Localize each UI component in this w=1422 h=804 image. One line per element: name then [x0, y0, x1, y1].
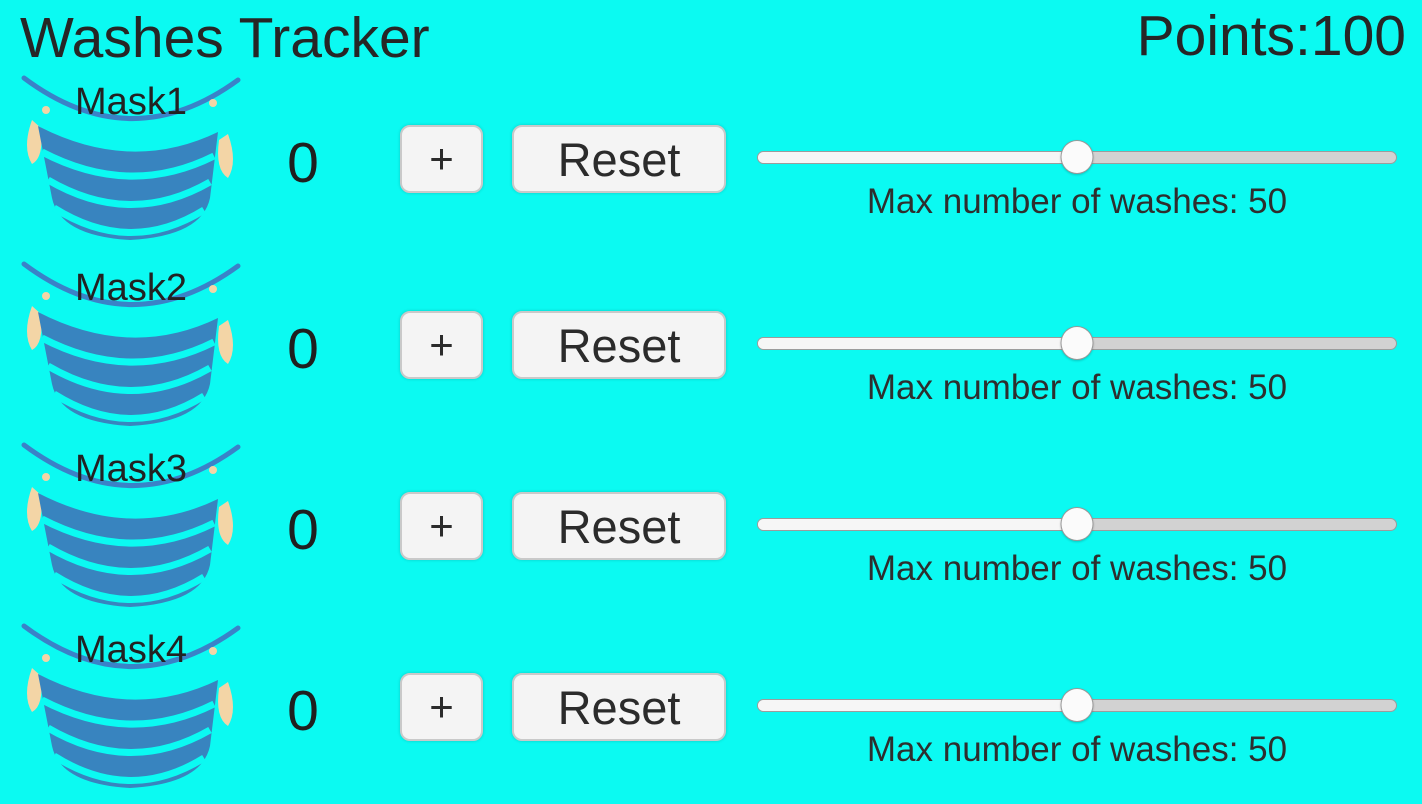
reset-button[interactable]: Reset [512, 311, 726, 379]
increment-button[interactable]: + [400, 492, 483, 560]
points-display: Points:100 [1137, 4, 1406, 68]
slider-thumb[interactable] [1060, 140, 1094, 174]
slider-thumb[interactable] [1060, 507, 1094, 541]
increment-button[interactable]: + [400, 311, 483, 379]
max-washes-label: Max number of washes: 50 [866, 368, 1288, 407]
slider-fill [758, 519, 1077, 530]
reset-button[interactable]: Reset [512, 125, 726, 193]
max-washes-slider[interactable] [757, 140, 1397, 174]
page-title: Washes Tracker [20, 6, 430, 70]
slider-fill [758, 338, 1077, 349]
increment-button[interactable]: + [400, 673, 483, 741]
mask-label: Mask1 [75, 81, 187, 123]
max-washes-slider[interactable] [757, 507, 1397, 541]
mask-row-3: Mask3 0 + Reset Max number of washes: 50 [0, 437, 1422, 623]
max-washes-label: Max number of washes: 50 [866, 549, 1288, 588]
mask-row-2: Mask2 0 + Reset Max number of washes: 50 [0, 256, 1422, 442]
mask-label: Mask2 [75, 267, 187, 309]
wash-count: 0 [287, 317, 319, 381]
max-washes-slider[interactable] [757, 688, 1397, 722]
points-value: 100 [1310, 4, 1406, 68]
slider-fill [758, 700, 1077, 711]
mask-row-1: Mask1 0 + Reset Max number of washes: 50 [0, 70, 1422, 256]
mask-label: Mask3 [75, 448, 187, 490]
mask-label: Mask4 [75, 629, 187, 671]
points-label: Points: [1136, 4, 1311, 68]
wash-count: 0 [287, 679, 319, 743]
max-washes-label: Max number of washes: 50 [866, 182, 1288, 221]
mask-row-4: Mask4 0 + Reset Max number of washes: 50 [0, 618, 1422, 804]
slider-thumb[interactable] [1060, 688, 1094, 722]
wash-count: 0 [287, 498, 319, 562]
wash-count: 0 [287, 131, 319, 195]
reset-button[interactable]: Reset [512, 673, 726, 741]
slider-fill [758, 152, 1077, 163]
increment-button[interactable]: + [400, 125, 483, 193]
reset-button[interactable]: Reset [512, 492, 726, 560]
slider-thumb[interactable] [1060, 326, 1094, 360]
max-washes-slider[interactable] [757, 326, 1397, 360]
max-washes-label: Max number of washes: 50 [866, 730, 1288, 769]
